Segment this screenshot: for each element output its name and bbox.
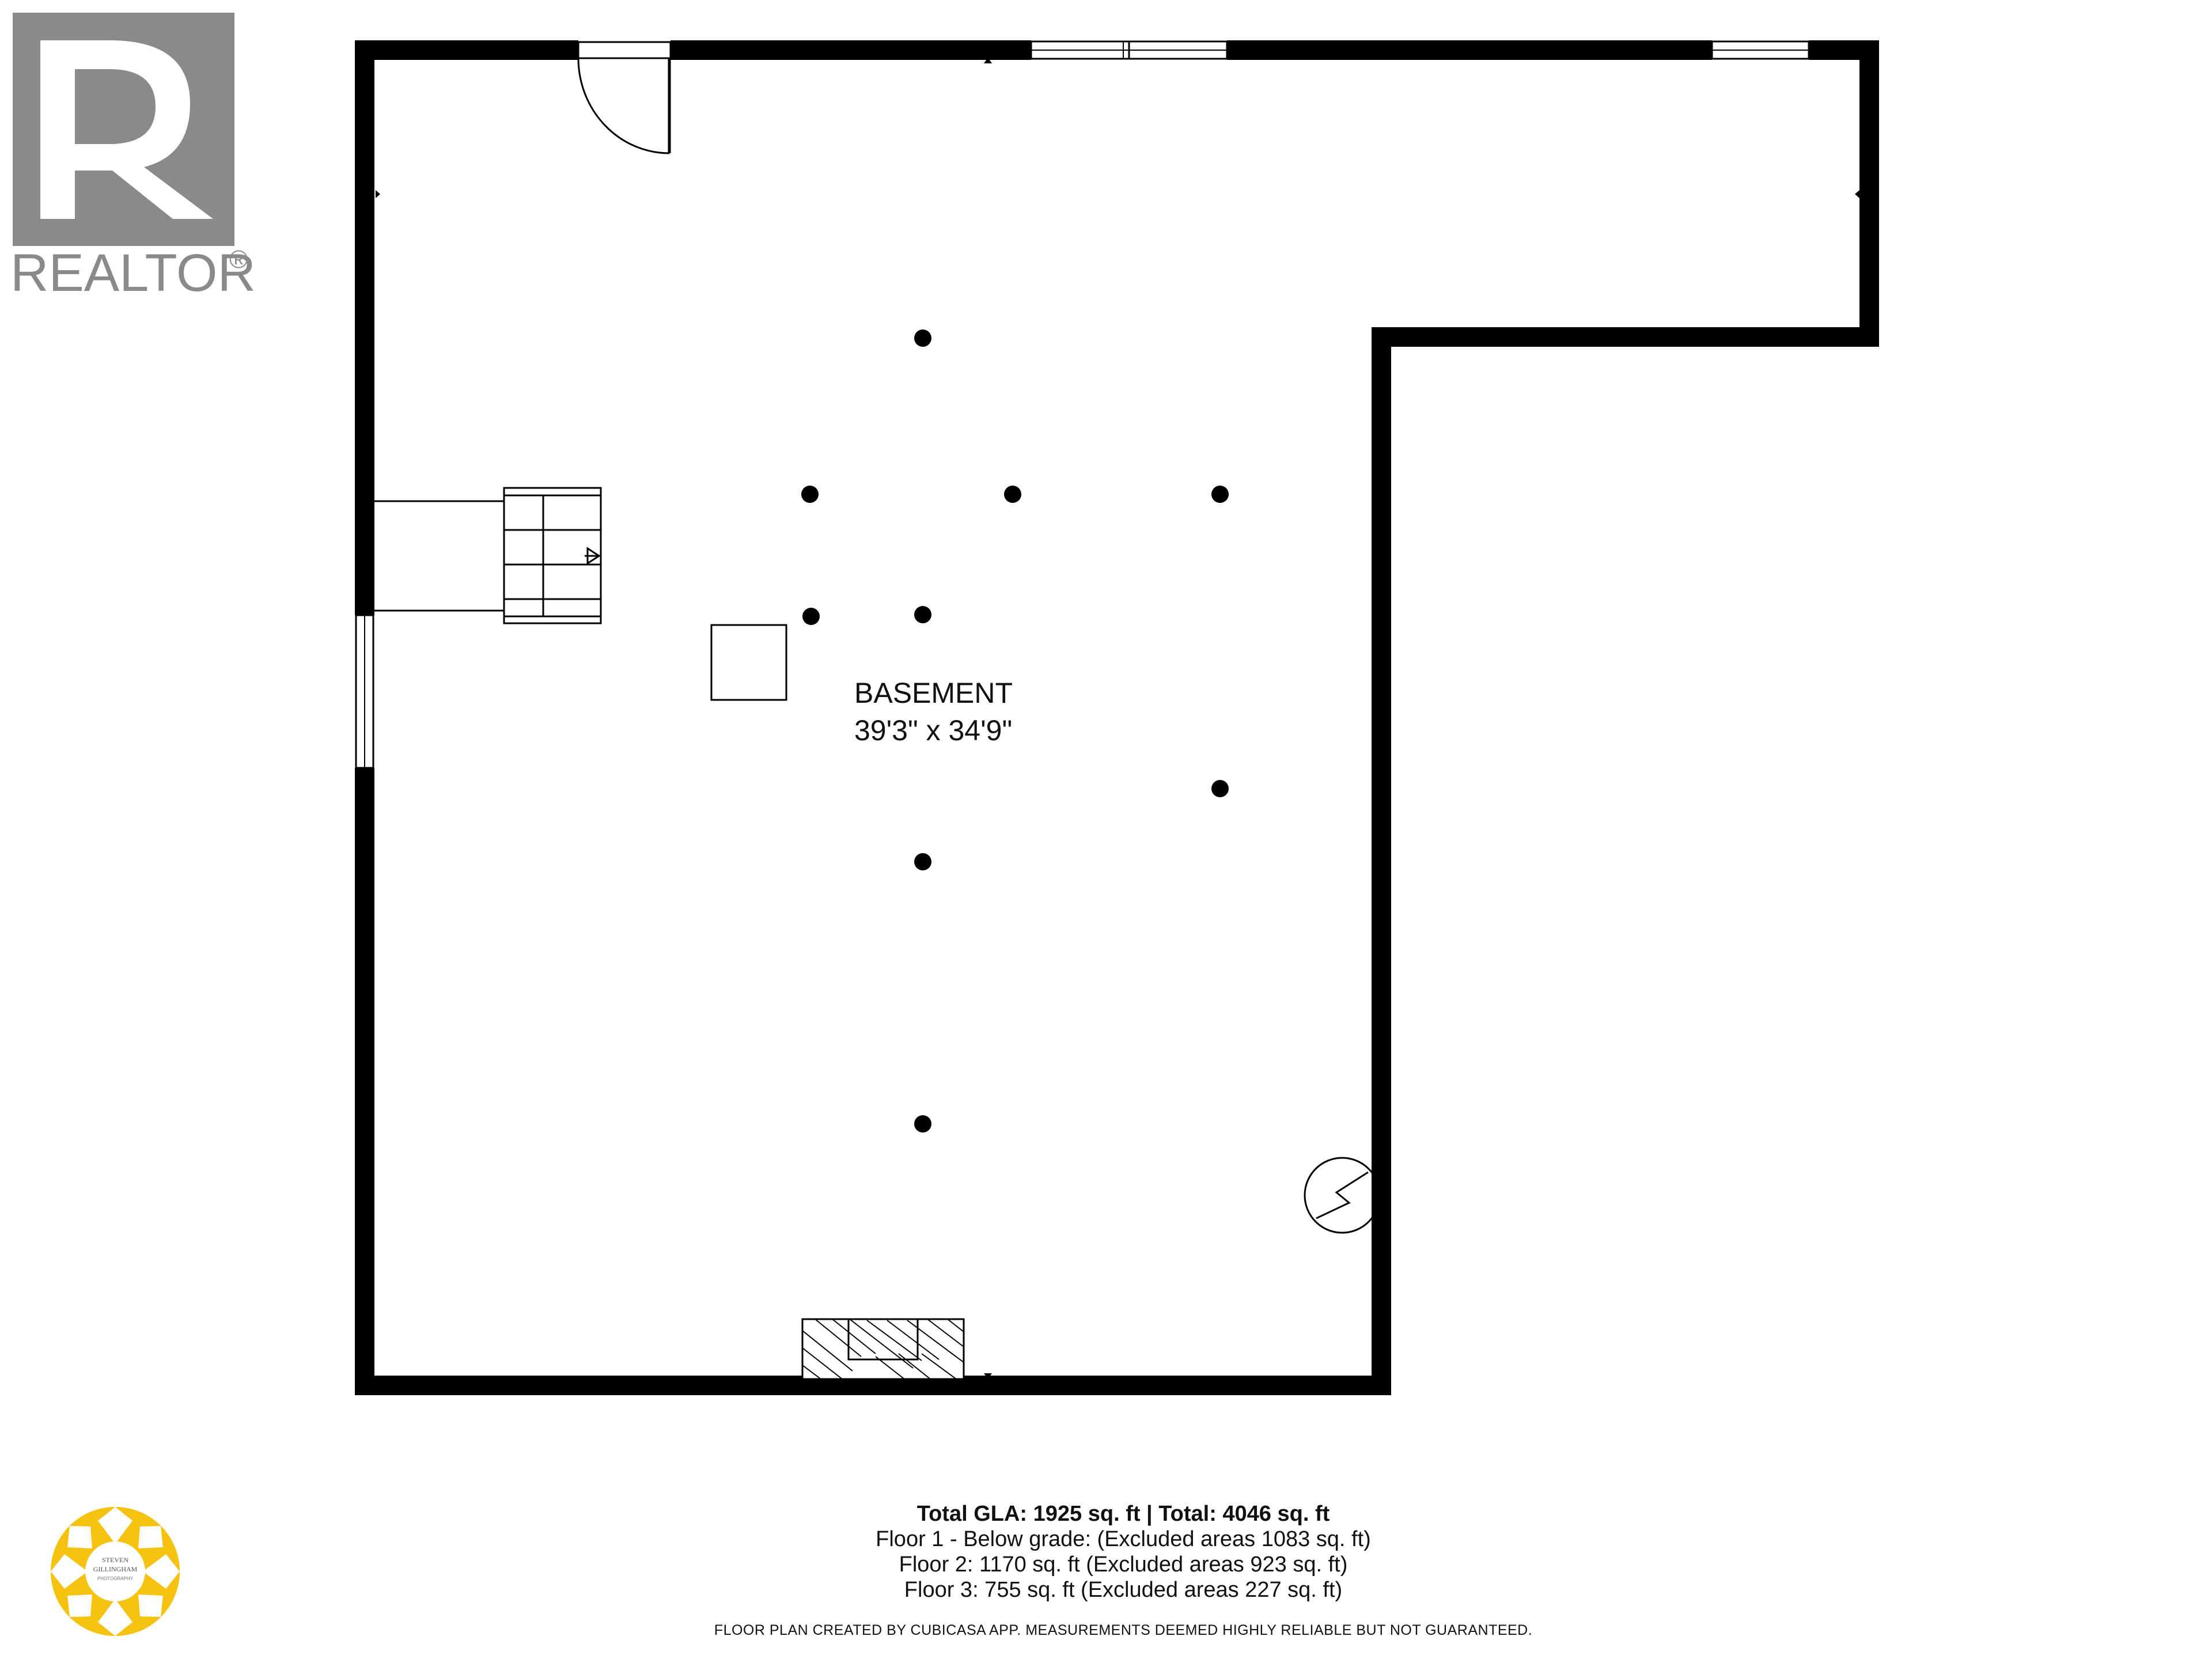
photographer-name-1: STEVEN [102, 1556, 128, 1564]
post [1004, 486, 1021, 503]
aperture-blades [51, 1507, 180, 1636]
wall-marker-right [1855, 190, 1859, 198]
bottom-hatched-fixture [801, 1318, 965, 1380]
window-top-1 [1030, 40, 1228, 60]
realtor-logo[interactable]: REALTOR ® [10, 13, 256, 302]
total-area-line: Total GLA: 1925 sq. ft | Total: 4046 sq.… [916, 1502, 1330, 1526]
post [914, 853, 931, 870]
window-left [355, 614, 374, 769]
entry-door [577, 40, 672, 154]
support-posts [801, 329, 1229, 1132]
photographer-name-2: GILLINGHAM [93, 1565, 138, 1573]
post [801, 486, 819, 503]
floor-3-line: Floor 3: 755 sq. ft (Excluded areas 227 … [904, 1578, 1343, 1602]
post [802, 608, 820, 625]
wall-marker-top [984, 58, 992, 63]
window-top-2 [1711, 40, 1810, 60]
registered-mark: ® [229, 245, 248, 274]
wall-marker-bottom [984, 1373, 992, 1379]
post [914, 329, 931, 347]
exterior-wall [355, 40, 1879, 1395]
electrical-panel-icon [1304, 1157, 1381, 1234]
area-summary: Total GLA: 1925 sq. ft | Total: 4046 sq.… [691, 1501, 1555, 1603]
photographer-logo[interactable]: STEVEN GILLINGHAM PHOTOGRAPHY [51, 1507, 180, 1636]
floor-1-line: Floor 1 - Below grade: (Excluded areas 1… [876, 1527, 1371, 1551]
room-name: BASEMENT [854, 677, 1013, 709]
disclaimer-text: FLOOR PLAN CREATED BY CUBICASA APP. MEAS… [714, 1622, 1533, 1638]
staircase [374, 487, 602, 624]
square-fixture [710, 624, 787, 701]
post [1211, 486, 1229, 503]
wall-marker-left [376, 190, 380, 198]
post [1211, 780, 1229, 797]
floor-2-line: Floor 2: 1170 sq. ft (Excluded areas 923… [899, 1552, 1348, 1577]
realtor-r-glyph [40, 40, 213, 219]
post [914, 1115, 931, 1132]
photographer-name-3: PHOTOGRAPHY [97, 1576, 134, 1581]
room-dimensions: 39'3" x 34'9" [854, 714, 1012, 747]
post [914, 606, 931, 623]
realtor-wordmark: REALTOR [10, 244, 256, 302]
